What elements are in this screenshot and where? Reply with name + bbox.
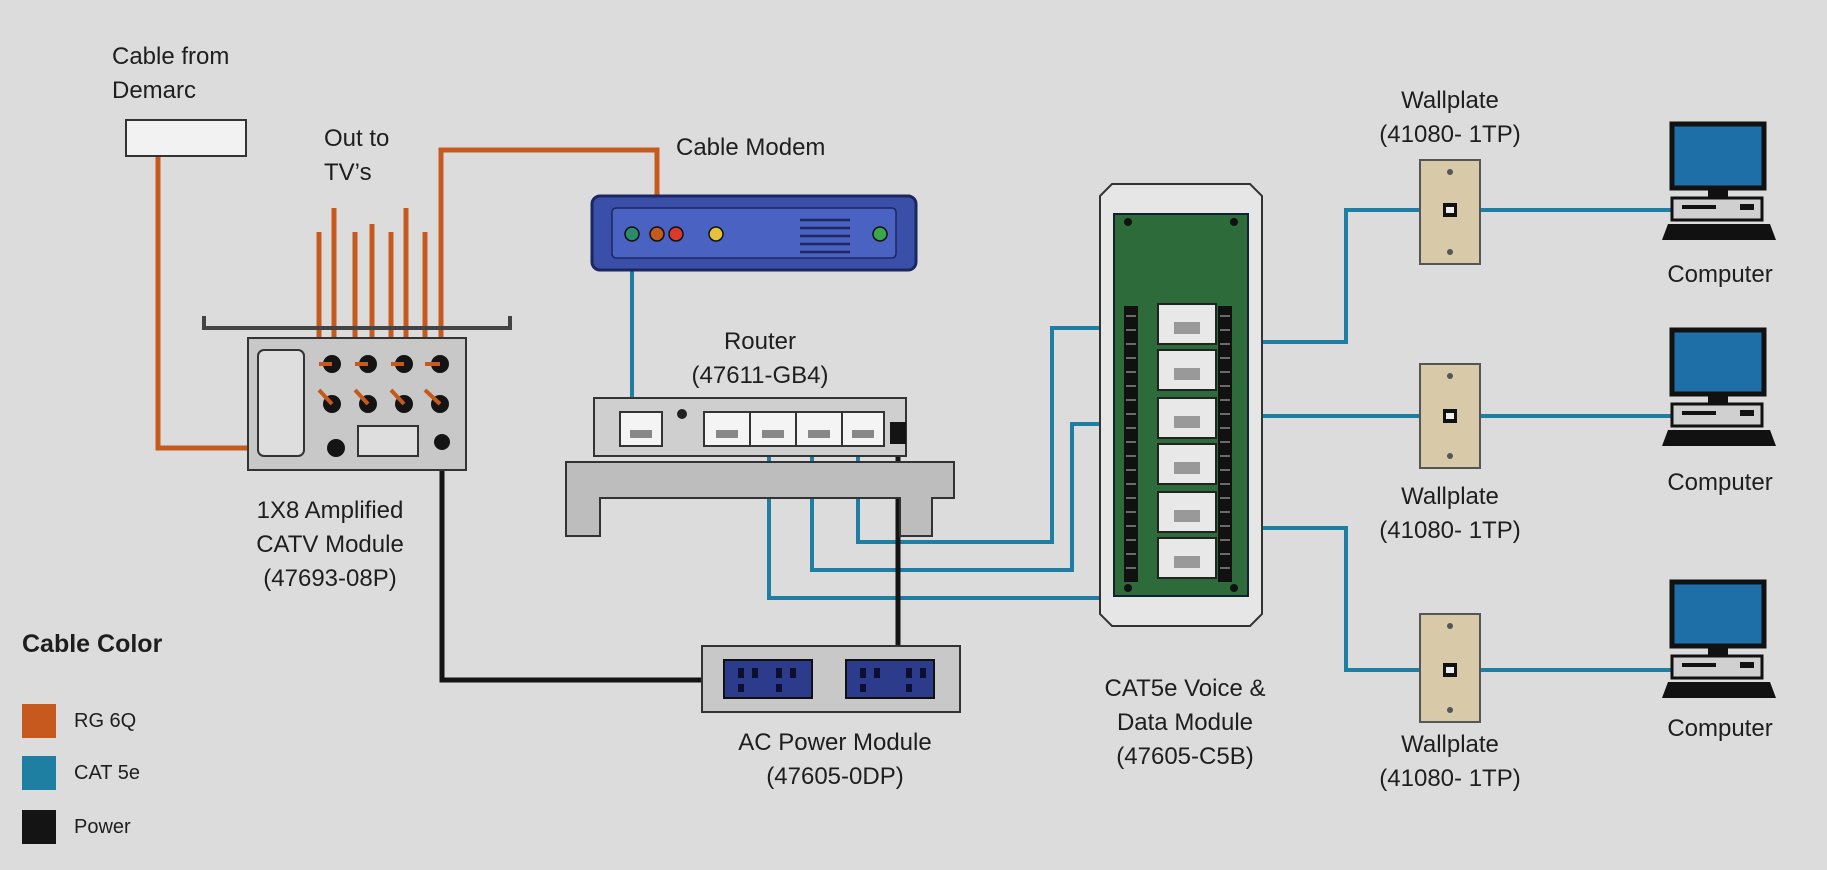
wallplate-2 <box>1419 363 1481 469</box>
label-catv-module: 1X8 Amplified CATV Module (47693-08P) <box>256 497 404 592</box>
computer-3-icon <box>1662 579 1776 698</box>
computer-1-icon <box>1662 121 1776 240</box>
computer-2-icon <box>1662 327 1776 446</box>
cable-panel-to-wallplate-3 <box>1228 526 1452 672</box>
legend-label-power: Power <box>74 815 131 838</box>
cable-modem <box>590 194 918 272</box>
label-computer-2: Computer <box>1667 469 1773 496</box>
legend-item-power: Power <box>22 810 131 844</box>
demarc-box <box>125 119 247 157</box>
legend-title: Cable Color <box>22 630 163 658</box>
label-cable-modem: Cable Modem <box>676 134 826 161</box>
label-wallplate-2: Wallplate (41080- 1TP) <box>1379 483 1521 544</box>
legend-label-cat5: CAT 5e <box>74 761 140 784</box>
label-out-to-tvs: Out to TV’s <box>324 125 390 186</box>
legend-label-rg6: RG 6Q <box>74 709 137 732</box>
legend-swatch-power <box>22 810 56 844</box>
cable-catv-power <box>439 446 702 683</box>
wallplate-3 <box>1419 613 1481 723</box>
ac-power-module <box>701 645 961 713</box>
label-ac-power-module: AC Power Module (47605-0DP) <box>738 729 932 790</box>
wallplate-1 <box>1419 159 1481 265</box>
label-wallplate-1: Wallplate (41080- 1TP) <box>1379 87 1521 148</box>
legend-swatch-cat5 <box>22 756 56 790</box>
label-computer-3: Computer <box>1667 715 1773 742</box>
cat5e-module <box>1099 183 1263 627</box>
router <box>565 397 955 537</box>
label-computer-1: Computer <box>1667 261 1773 288</box>
label-demarc: Cable from Demarc <box>112 43 230 104</box>
label-wallplate-3: Wallplate (41080- 1TP) <box>1379 731 1521 792</box>
label-cat5e-module: CAT5e Voice & Data Module (47605-C5B) <box>1104 675 1266 770</box>
legend-swatch-rg6 <box>22 704 56 738</box>
label-router: Router (47611-GB4) <box>691 328 829 389</box>
catv-module <box>202 316 512 471</box>
cable-panel-to-wallplate-1 <box>1228 208 1452 344</box>
legend-item-cat5: CAT 5e <box>22 756 140 790</box>
cable-catv-to-modem <box>438 147 660 358</box>
cable-router-port4 <box>856 326 1180 544</box>
legend-item-rg6: RG 6Q <box>22 704 136 738</box>
